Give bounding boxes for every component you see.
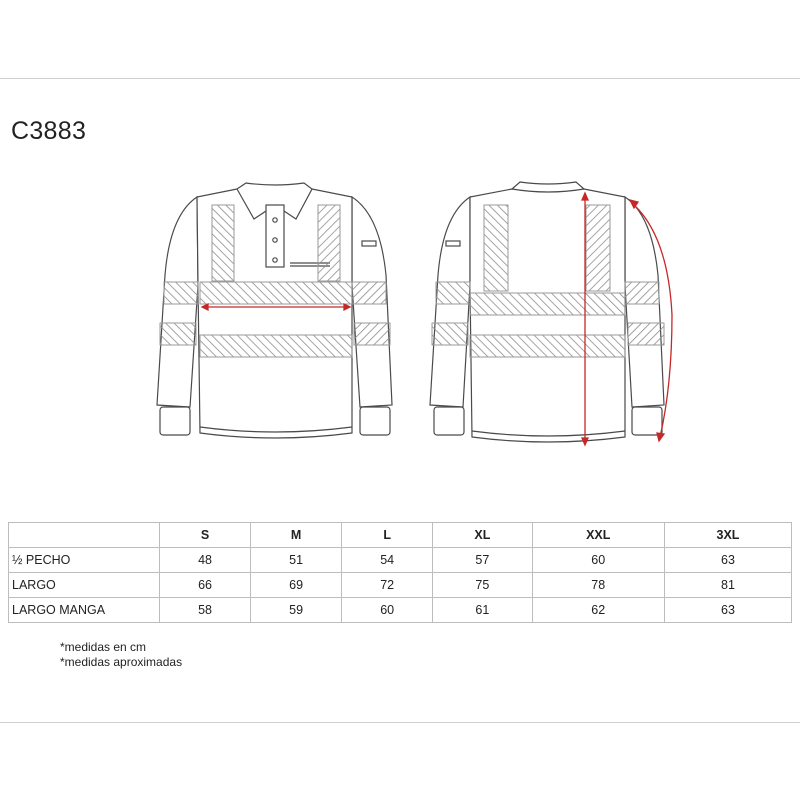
back-sleeve-badge — [445, 240, 461, 247]
table-cell: 51 — [250, 547, 343, 573]
front-collar — [236, 182, 313, 220]
table-header-cell: S — [158, 522, 252, 548]
sleeve-measure-arrow — [628, 199, 673, 443]
garment-illustration — [156, 181, 673, 447]
back-left-cuff — [433, 406, 465, 436]
table-header-cell: 3XL — [663, 522, 793, 548]
table-cell: 69 — [250, 572, 343, 598]
footnotes: *medidas en cm *medidas aproximadas — [60, 640, 182, 670]
table-cell: 63 — [663, 547, 793, 573]
front-body — [196, 188, 353, 439]
note-approximate: *medidas aproximadas — [60, 655, 183, 669]
table-cell: 81 — [663, 572, 793, 598]
front-reflective-stripes — [159, 204, 391, 358]
table-cell: 72 — [341, 572, 434, 598]
back-right-cuff — [631, 406, 663, 436]
sleeve-badge — [361, 240, 377, 247]
button-1 — [272, 217, 278, 223]
row-label: LARGO MANGA — [8, 597, 160, 623]
table-cell: 54 — [341, 547, 434, 573]
table-cell: 78 — [531, 572, 665, 598]
table-cell: 75 — [432, 572, 533, 598]
note-units: *medidas en cm — [60, 640, 147, 654]
chest-measure-arrow — [200, 302, 352, 312]
front-placket — [265, 204, 285, 268]
table-cell: 60 — [531, 547, 665, 573]
table-row: LARGO MANGA 58 59 60 61 62 63 — [8, 597, 793, 623]
front-left-cuff — [159, 406, 191, 436]
size-table: S M L XL XXL 3XL ½ PECHO 48 51 54 57 60 … — [8, 522, 793, 623]
product-code: C3883 — [11, 117, 87, 145]
top-divider — [0, 78, 800, 79]
front-view — [156, 182, 393, 439]
table-header-cell: M — [250, 522, 343, 548]
table-header-cell: L — [341, 522, 434, 548]
table-header-row: S M L XL XXL 3XL — [8, 522, 793, 548]
table-header-cell: XL — [432, 522, 533, 548]
table-cell: 62 — [531, 597, 665, 623]
back-collar — [510, 181, 586, 193]
button-2 — [272, 237, 278, 243]
bottom-divider — [0, 722, 800, 723]
table-cell: 57 — [432, 547, 533, 573]
table-cell: 61 — [432, 597, 533, 623]
back-reflective-stripes — [431, 204, 665, 358]
table-cell: 59 — [250, 597, 343, 623]
row-label: LARGO — [8, 572, 160, 598]
table-cell: 66 — [158, 572, 252, 598]
table-cell: 60 — [341, 597, 434, 623]
length-measure-arrow — [581, 191, 589, 447]
table-cell: 58 — [158, 597, 252, 623]
table-row: LARGO 66 69 72 75 78 81 — [8, 572, 793, 598]
table-cell: 48 — [158, 547, 252, 573]
table-cell: 63 — [663, 597, 793, 623]
front-right-cuff — [359, 406, 391, 436]
button-3 — [272, 257, 278, 263]
table-header-cell — [8, 522, 160, 548]
table-row: ½ PECHO 48 51 54 57 60 63 — [8, 547, 793, 573]
row-label: ½ PECHO — [8, 547, 160, 573]
table-header-cell: XXL — [531, 522, 665, 548]
